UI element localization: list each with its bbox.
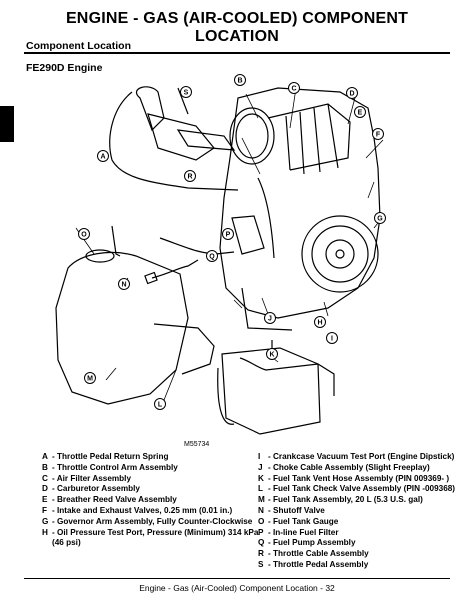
legend-item: Q- Fuel Pump Assembly bbox=[258, 538, 356, 548]
legend-item: S- Throttle Pedal Assembly bbox=[258, 559, 369, 569]
page-footer: Engine - Gas (Air-Cooled) Component Loca… bbox=[24, 578, 450, 593]
legend-item: C- Air Filter Assembly bbox=[42, 473, 132, 483]
legend-item: H- Oil Pressure Test Port, Pressure (Min… bbox=[42, 527, 259, 548]
legend-item: N- Shutoff Valve bbox=[258, 505, 325, 515]
fuel-tank-drawing bbox=[55, 249, 215, 405]
legend-item: B- Throttle Control Arm Assembly bbox=[42, 462, 178, 472]
legend-item: I- Crankcase Vacuum Test Port (Engine Di… bbox=[258, 452, 455, 461]
engine-drawing bbox=[219, 87, 381, 331]
legend-item: P- In-line Fuel Filter bbox=[258, 527, 339, 537]
legend-right-column: I- Crankcase Vacuum Test Port (Engine Di… bbox=[258, 452, 458, 571]
legend-item: M- Fuel Tank Assembly, 20 L (5.3 U.S. ga… bbox=[258, 495, 423, 505]
legend-item: O- Fuel Tank Gauge bbox=[258, 516, 339, 526]
vent-tank-drawing bbox=[217, 340, 335, 435]
legend-item: L- Fuel Tank Check Valve Assembly (PIN -… bbox=[258, 484, 456, 494]
legend-item: E- Breather Reed Valve Assembly bbox=[42, 495, 177, 505]
legend-item: D- Carburetor Assembly bbox=[42, 484, 140, 494]
figure-code: M55734 bbox=[184, 441, 210, 448]
legend-item: A- Throttle Pedal Return Spring bbox=[42, 452, 169, 461]
legend-item: K- Fuel Tank Vent Hose Assembly (PIN 009… bbox=[258, 473, 450, 483]
engine-model-title: FE290D Engine bbox=[26, 62, 103, 74]
legend-item: F- Intake and Exhaust Valves, 0.25 mm (0… bbox=[42, 505, 233, 515]
section-tab-marker bbox=[0, 106, 14, 142]
legend-item: J- Choke Cable Assembly (Slight Freeplay… bbox=[258, 462, 430, 472]
legend-item: R- Throttle Cable Assembly bbox=[258, 549, 369, 559]
section-title: Component Location bbox=[26, 40, 131, 52]
legend-left-column: A- Throttle Pedal Return Spring B- Throt… bbox=[42, 452, 262, 549]
component-location-diagram bbox=[55, 86, 384, 435]
legend-item: G- Governor Arm Assembly, Fully Counter-… bbox=[42, 516, 253, 526]
throttle-pedal-drawing bbox=[109, 86, 239, 191]
page-header: ENGINE - GAS (AIR-COOLED) COMPONENT LOCA… bbox=[24, 10, 450, 54]
